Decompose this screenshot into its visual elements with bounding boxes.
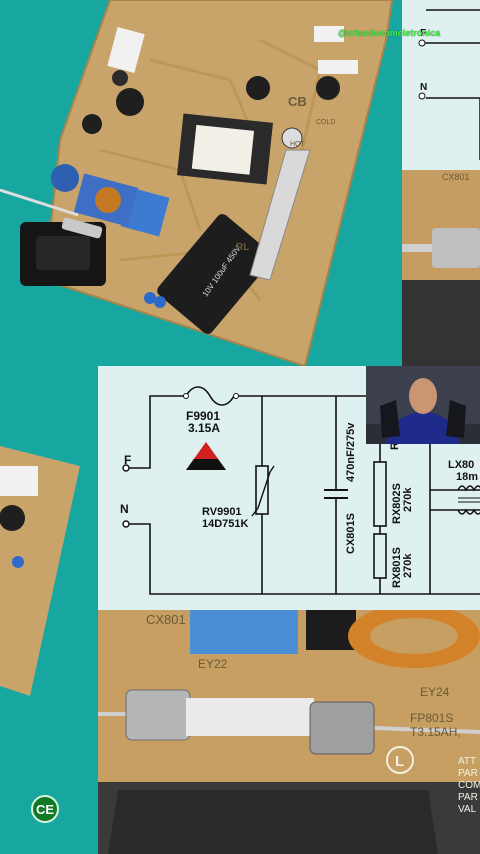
fuse-cap-left [125, 689, 191, 741]
r1-value-label: 270k [402, 487, 414, 512]
r2-value-label: 270k [402, 553, 414, 578]
terminal-n-label: N [420, 82, 427, 93]
silk-fuse-rating: T3.15AH, [410, 725, 461, 739]
pcb-sliver-left: CE [0, 366, 98, 854]
channel-logo-text: CE [35, 801, 55, 817]
electrolytic-capacitor [157, 214, 273, 334]
silk-att-block: ATT PAR COM PAR VAL [458, 756, 480, 815]
inductor-symbol [457, 485, 480, 492]
terminal-n-label: N [120, 502, 129, 516]
resistor-rx801s [373, 533, 387, 579]
terminal-n [122, 520, 130, 528]
l-mark: L [395, 753, 404, 770]
connector [107, 27, 145, 73]
webcam-overlay [366, 366, 480, 444]
board-fuse [61, 217, 103, 239]
terminal-f-label: F [420, 28, 426, 39]
x-capacitor-closeup [190, 610, 298, 654]
fuse-value-label: 3.15A [188, 421, 220, 435]
silk-hot: HOT [290, 141, 306, 148]
fuse-cap [432, 228, 480, 268]
fuse-glass [186, 698, 314, 736]
r1-ref-label: RX802S [391, 483, 403, 524]
pcb-photo: 10V 100uF 450V CB COLD HOT RL [0, 0, 402, 366]
varistor-ref-label: RV9901 [202, 506, 242, 518]
svg-text:PAR: PAR [458, 792, 478, 803]
person-body [386, 412, 460, 444]
schematic-strip-right: F N [402, 0, 480, 170]
fuse-closeup-photo: L CX801 EY22 EY24 FP801S T3.15AH, ATT PA… [98, 610, 480, 854]
svg-text:PAR: PAR [458, 768, 478, 779]
inductor-ref-label: LX80 [448, 459, 474, 471]
disc-varistor [51, 164, 79, 192]
inductor-value-label: 18m [456, 471, 478, 483]
silk-cb: CB [288, 94, 307, 109]
fuse-symbol [185, 386, 235, 406]
svg-text:VAL: VAL [458, 804, 477, 815]
varistor-symbol [255, 465, 269, 515]
fuse-ref-label: F9901 [186, 409, 220, 423]
silk-fp801s: FP801S [410, 711, 453, 725]
cap-value-label: 470nF/275v [345, 422, 357, 482]
silk-cold: COLD [316, 119, 335, 126]
terminal-f-label: F [124, 453, 131, 467]
r2-ref-label: RX801S [391, 547, 403, 588]
l-mark-circle [386, 746, 414, 774]
terminal-f [122, 464, 130, 472]
svg-text:ATT: ATT [458, 756, 476, 767]
fuse-cap-right [309, 701, 375, 755]
fuse-closeup-right: CX801 [402, 170, 480, 366]
channel-logo: CE [31, 795, 59, 823]
pcb-photo-panel: 10V 100uF 450V CB COLD HOT RL [0, 0, 402, 366]
silk-ey24: EY24 [420, 685, 450, 699]
silk-cx801: CX801 [146, 612, 186, 627]
silk-ey22: EY22 [198, 657, 228, 671]
resistor-rx802s [373, 461, 387, 527]
channel-watermark: @criandocomeletronica [338, 28, 441, 38]
screwdriver [0, 188, 79, 217]
r-partial-label: R [389, 442, 401, 450]
varistor-value-label: 14D751K [202, 518, 249, 530]
cap-ref-label: CX801S [345, 513, 357, 554]
svg-text:COM: COM [458, 780, 480, 791]
silk-rl: RL [236, 242, 249, 253]
capacitor-small [116, 88, 144, 116]
svg-text:CX801: CX801 [442, 172, 470, 182]
heatsink [249, 149, 311, 281]
person-head [409, 378, 437, 414]
